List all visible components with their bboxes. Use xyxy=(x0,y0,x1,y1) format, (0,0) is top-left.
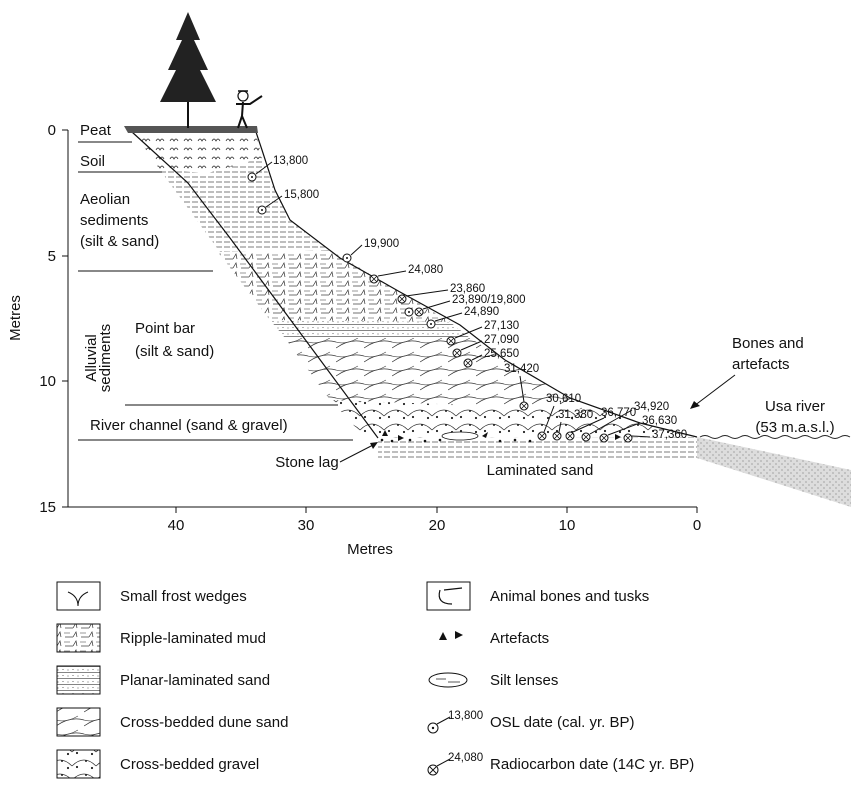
x-tick-0: 0 xyxy=(693,517,701,534)
date-label: 31,380 xyxy=(558,409,593,421)
date-label: 36,770 xyxy=(601,407,636,419)
legend-artefacts-swatch xyxy=(439,631,463,640)
legend-osl-sample: 13,800 xyxy=(448,710,483,722)
radiocarbon-date-marker xyxy=(404,300,451,317)
label-usa-river-2: (53 m.a.s.l.) xyxy=(755,419,834,436)
label-point-bar-1: Point bar xyxy=(135,320,195,337)
tree-illustration xyxy=(160,12,216,128)
y-tick-0: 0 xyxy=(48,122,56,139)
date-label: 24,890 xyxy=(464,306,499,318)
section-profile xyxy=(124,126,851,507)
date-label: 19,900 xyxy=(364,238,399,250)
radiocarbon-date-marker xyxy=(599,422,641,443)
date-label: 31,420 xyxy=(504,363,539,375)
label-soil: Soil xyxy=(80,153,105,170)
x-tick-20: 20 xyxy=(429,517,446,534)
radiocarbon-date-marker xyxy=(446,326,483,346)
label-stone-lag: Stone lag xyxy=(275,454,338,471)
label-alluvial-1: Alluvial xyxy=(83,334,100,382)
label-point-bar-2: (silt & sand) xyxy=(135,343,214,360)
radiocarbon-date-marker xyxy=(623,433,651,443)
legend-ripple-mud: Ripple-laminated mud xyxy=(120,630,266,647)
date-label: 23,860 xyxy=(450,283,485,295)
legend-dune-swatch xyxy=(56,707,101,737)
date-label: 15,800 xyxy=(284,189,319,201)
label-bones-2: artefacts xyxy=(732,356,790,373)
label-river-channel: River channel (sand & gravel) xyxy=(90,417,288,434)
radiocarbon-date-marker xyxy=(552,421,562,441)
legend-dune-sand: Cross-bedded dune sand xyxy=(120,714,288,731)
unit-labels: Peat Soil Aeolian sediments (silt & sand… xyxy=(78,122,835,479)
legend-osl-icon xyxy=(427,716,451,734)
label-aeolian-1: Aeolian xyxy=(80,191,130,208)
x-tick-40: 40 xyxy=(168,517,185,534)
date-label: 27,090 xyxy=(484,334,519,346)
date-label: 30,610 xyxy=(546,393,581,405)
legend-gravel: Cross-bedded gravel xyxy=(120,756,259,773)
label-laminated-sand: Laminated sand xyxy=(487,462,594,479)
label-aeolian-3: (silt & sand) xyxy=(80,233,159,250)
label-bones-1: Bones and xyxy=(732,335,804,352)
date-label: 24,080 xyxy=(408,264,443,276)
legend-planar-swatch xyxy=(56,665,101,695)
legend-radiocarbon: Radiocarbon date (14C yr. BP) xyxy=(490,756,694,773)
legend-bones-swatch xyxy=(426,581,471,611)
x-tick-30: 30 xyxy=(298,517,315,534)
person-illustration xyxy=(236,90,263,129)
radiocarbon-date-marker xyxy=(537,405,555,441)
label-peat: Peat xyxy=(80,122,112,139)
radiocarbon-date-marker xyxy=(369,270,407,284)
y-axis: 0 5 10 15 Metres xyxy=(7,122,69,516)
osl-date-marker xyxy=(426,312,463,329)
radiocarbon-date-marker xyxy=(565,417,605,441)
y-tick-5: 5 xyxy=(48,248,56,265)
label-usa-river-1: Usa river xyxy=(765,398,825,415)
date-label: 36,630 xyxy=(642,415,677,427)
date-markers: 13,800 15,800 19,900 24,080 23,860 23,89… xyxy=(247,155,687,443)
radiocarbon-date-marker xyxy=(519,375,529,411)
legend-radiocarbon-icon xyxy=(427,758,451,776)
x-axis: 40 30 20 10 0 Metres xyxy=(68,506,701,558)
label-alluvial-2: sediments xyxy=(97,324,114,392)
y-axis-title: Metres xyxy=(7,295,24,341)
osl-date-marker xyxy=(257,195,283,215)
legend-bones: Animal bones and tusks xyxy=(490,588,649,605)
radiocarbon-date-marker xyxy=(581,409,633,442)
y-tick-15: 15 xyxy=(39,499,56,516)
legend-frost-wedges: Small frost wedges xyxy=(120,588,247,605)
radiocarbon-date-marker xyxy=(397,289,449,304)
legend-osl: OSL date (cal. yr. BP) xyxy=(490,714,635,731)
label-aeolian-2: sediments xyxy=(80,212,148,229)
y-tick-10: 10 xyxy=(39,373,56,390)
legend-radiocarbon-sample: 24,080 xyxy=(448,752,483,764)
date-label: 37,360 xyxy=(652,429,687,441)
legend-silt: Silt lenses xyxy=(490,672,558,689)
legend-frost-wedges-swatch xyxy=(56,581,101,611)
date-label: 25,650 xyxy=(484,348,519,360)
date-label: 27,130 xyxy=(484,320,519,332)
legend-ripple-swatch xyxy=(56,623,101,653)
osl-date-marker xyxy=(247,161,273,182)
x-axis-title: Metres xyxy=(347,541,393,558)
date-label: 23,890/19,800 xyxy=(452,294,526,306)
legend-artefacts: Artefacts xyxy=(490,630,549,647)
legend: Small frost wedges Ripple-laminated mud … xyxy=(56,581,694,779)
legend-silt-swatch xyxy=(428,672,468,688)
date-label: 13,800 xyxy=(273,155,308,167)
radiocarbon-date-marker xyxy=(463,354,483,368)
legend-planar-sand: Planar-laminated sand xyxy=(120,672,270,689)
x-tick-10: 10 xyxy=(559,517,576,534)
radiocarbon-date-marker xyxy=(452,340,483,358)
osl-date-marker xyxy=(342,244,363,263)
date-label: 34,920 xyxy=(634,401,669,413)
legend-gravel-swatch xyxy=(56,749,101,779)
